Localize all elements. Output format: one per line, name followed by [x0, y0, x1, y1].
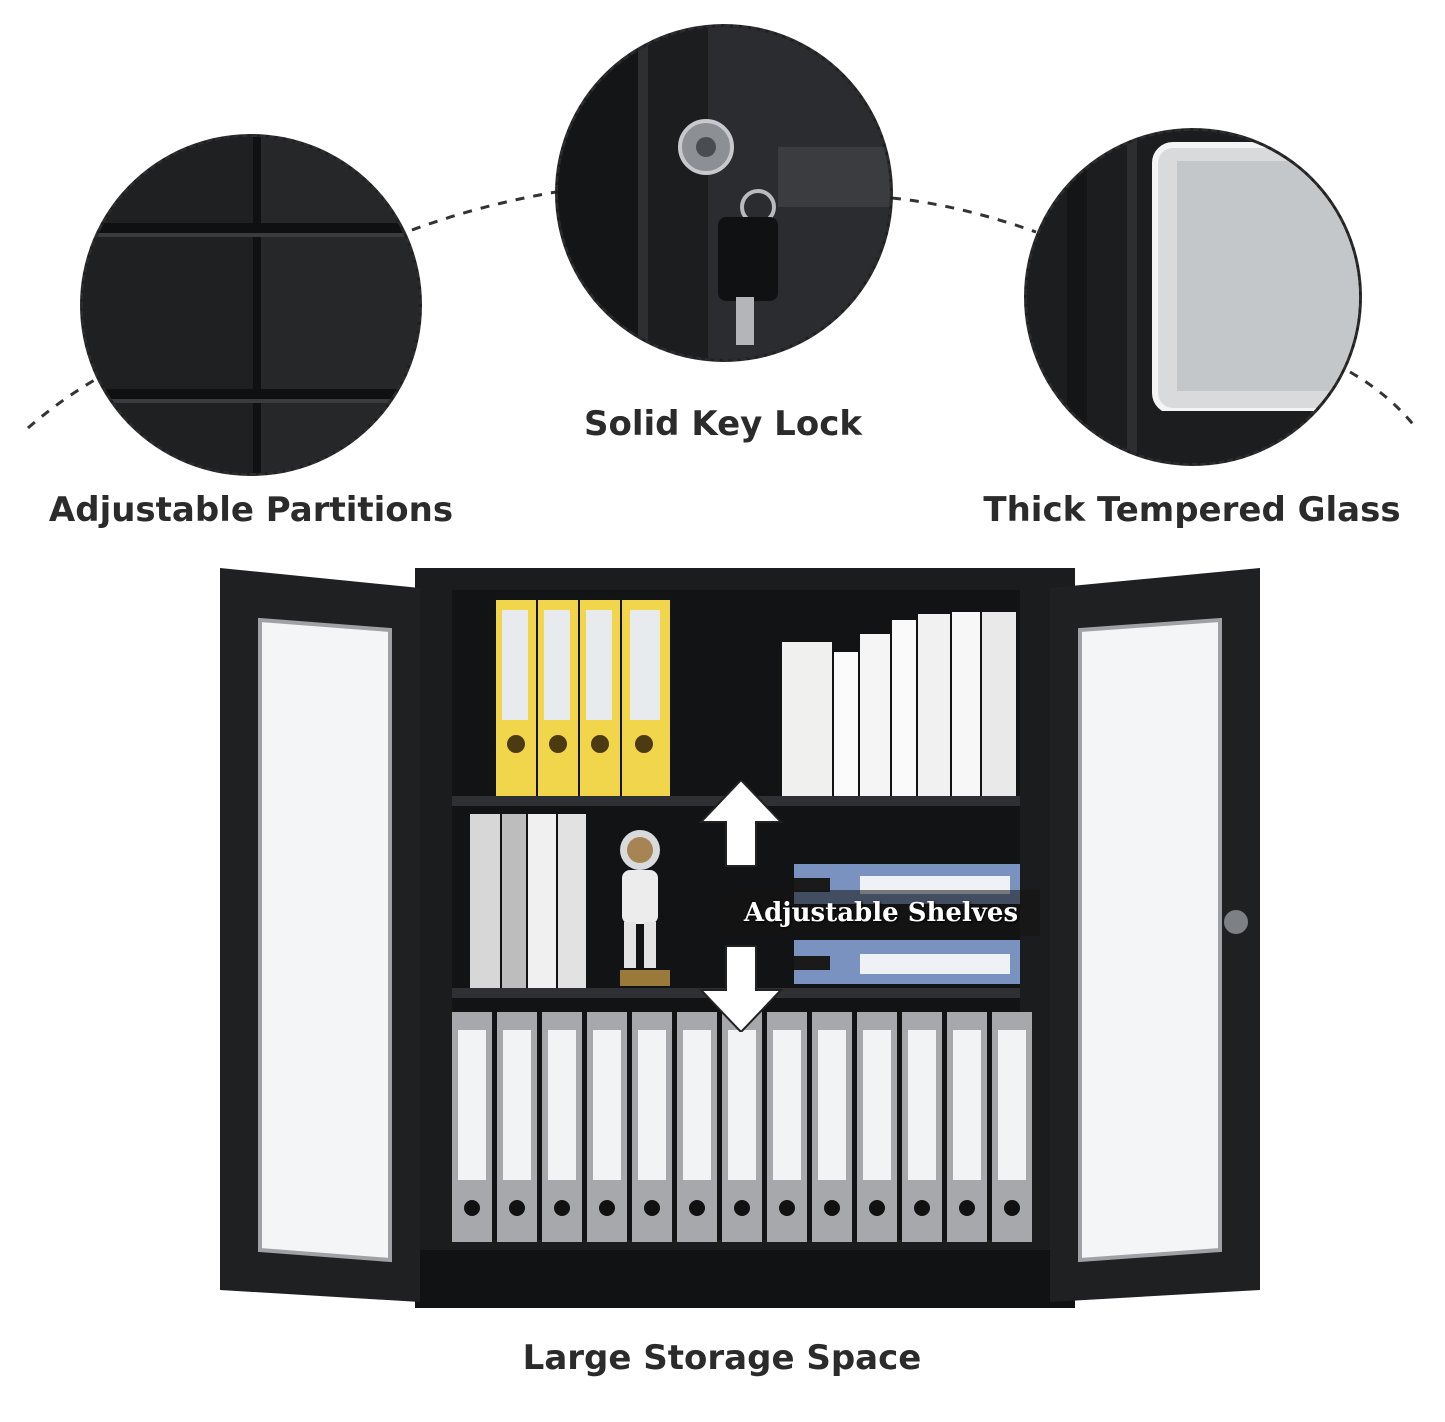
binder-hole — [644, 1200, 660, 1216]
partitions-caption: Adjustable Partitions — [48, 490, 454, 530]
decor-book — [528, 814, 556, 988]
binder-hole — [554, 1200, 570, 1216]
grey-binders — [452, 1012, 1032, 1242]
binder-label — [593, 1030, 621, 1180]
binder-label — [728, 1030, 756, 1180]
binder-label — [908, 1030, 936, 1180]
binder-hole — [824, 1200, 840, 1216]
binder-hole — [599, 1200, 615, 1216]
storage-caption: Large Storage Space — [522, 1338, 922, 1378]
binder-label — [818, 1030, 846, 1180]
adjustable-shelves-label: Adjustable Shelves — [722, 890, 1040, 936]
binder-label — [683, 1030, 711, 1180]
binder-hole — [509, 1200, 525, 1216]
tempered-glass-caption: Thick Tempered Glass — [983, 490, 1401, 530]
binder-label — [548, 1030, 576, 1180]
binder-label — [953, 1030, 981, 1180]
binder-hole — [779, 1200, 795, 1216]
yellow-binders — [496, 600, 670, 796]
binder-label — [998, 1030, 1026, 1180]
partition-shelves-graphic — [83, 137, 419, 473]
cabinet-image — [220, 568, 1260, 1308]
binder-label — [773, 1030, 801, 1180]
astronaut-figurine — [620, 830, 670, 986]
decor-book — [470, 814, 500, 988]
book-row — [782, 612, 1016, 796]
key-lock-detail-image — [555, 24, 893, 362]
tempered-glass-graphic — [1027, 131, 1359, 463]
binder-hole — [734, 1200, 750, 1216]
door-lock — [1224, 910, 1248, 934]
binder-hole — [1004, 1200, 1020, 1216]
binder-hole — [689, 1200, 705, 1216]
key-lock-caption: Solid Key Lock — [584, 404, 862, 444]
adjustable-shelves-arrows — [698, 780, 784, 1032]
key-lock-graphic — [558, 27, 890, 359]
tempered-glass-detail-image — [1024, 128, 1362, 466]
binder-hole — [464, 1200, 480, 1216]
partitions-detail-image — [80, 134, 422, 476]
decor-book — [558, 814, 586, 988]
binder-label — [458, 1030, 486, 1180]
binder-hole — [869, 1200, 885, 1216]
binder-label — [863, 1030, 891, 1180]
binder-hole — [914, 1200, 930, 1216]
binder-label — [638, 1030, 666, 1180]
binder-hole — [959, 1200, 975, 1216]
binder-label — [503, 1030, 531, 1180]
decor-book — [502, 814, 526, 988]
